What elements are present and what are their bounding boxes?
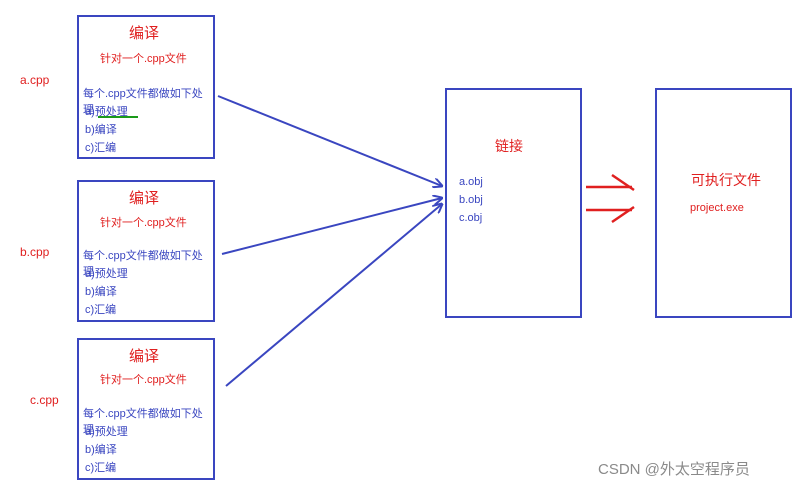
compile-subtitle: 针对一个.cpp文件 — [100, 374, 187, 386]
executable-filename: project.exe — [690, 202, 744, 214]
link-title: 链接 — [495, 138, 523, 154]
arrow-compile-c-to-link — [225, 204, 442, 387]
step-preprocess: a)预处理 — [85, 106, 128, 118]
file-label-b: b.cpp — [20, 245, 50, 259]
executable-box: 可执行文件 project.exe — [655, 88, 792, 318]
arrow-compile-a-to-link — [217, 95, 442, 186]
step-compile: b)编译 — [85, 286, 117, 298]
compile-box-c: 编译 针对一个.cpp文件 每个.cpp文件都做如下处理 a)预处理 b)编译 … — [77, 338, 215, 480]
step-compile: b)编译 — [85, 444, 117, 456]
file-label-a: a.cpp — [20, 73, 50, 87]
process-note: 每个.cpp文件都做如下处理 — [83, 88, 203, 116]
compile-box-a: 编译 针对一个.cpp文件 每个.cpp文件都做如下处理 a)预处理 b)编译 … — [77, 15, 215, 159]
executable-title: 可执行文件 — [691, 172, 761, 188]
step-assemble: c)汇编 — [85, 142, 117, 154]
compile-subtitle: 针对一个.cpp文件 — [100, 53, 187, 65]
compile-title: 编译 — [129, 190, 160, 207]
object-file-b: b.obj — [459, 194, 483, 206]
step-preprocess: a)预处理 — [85, 268, 128, 280]
object-file-a: a.obj — [459, 176, 483, 188]
watermark: CSDN @外太空程序员 — [598, 461, 750, 478]
file-label-c: c.cpp — [30, 393, 59, 407]
double-arrow-link-to-exe — [586, 173, 635, 224]
arrow-compile-b-to-link — [221, 198, 442, 255]
step-assemble: c)汇编 — [85, 304, 117, 316]
process-note: 每个.cpp文件都做如下处理 — [83, 250, 203, 278]
compile-box-b: 编译 针对一个.cpp文件 每个.cpp文件都做如下处理 a)预处理 b)编译 … — [77, 180, 215, 322]
compile-subtitle: 针对一个.cpp文件 — [100, 217, 187, 229]
step-preprocess: a)预处理 — [85, 426, 128, 438]
object-file-c: c.obj — [459, 212, 483, 224]
link-box: 链接 a.obj b.obj c.obj — [445, 88, 582, 318]
step-assemble: c)汇编 — [85, 462, 117, 474]
process-note: 每个.cpp文件都做如下处理 — [83, 408, 203, 436]
step-compile: b)编译 — [85, 124, 117, 136]
compile-title: 编译 — [129, 25, 160, 42]
compile-title: 编译 — [129, 348, 160, 365]
